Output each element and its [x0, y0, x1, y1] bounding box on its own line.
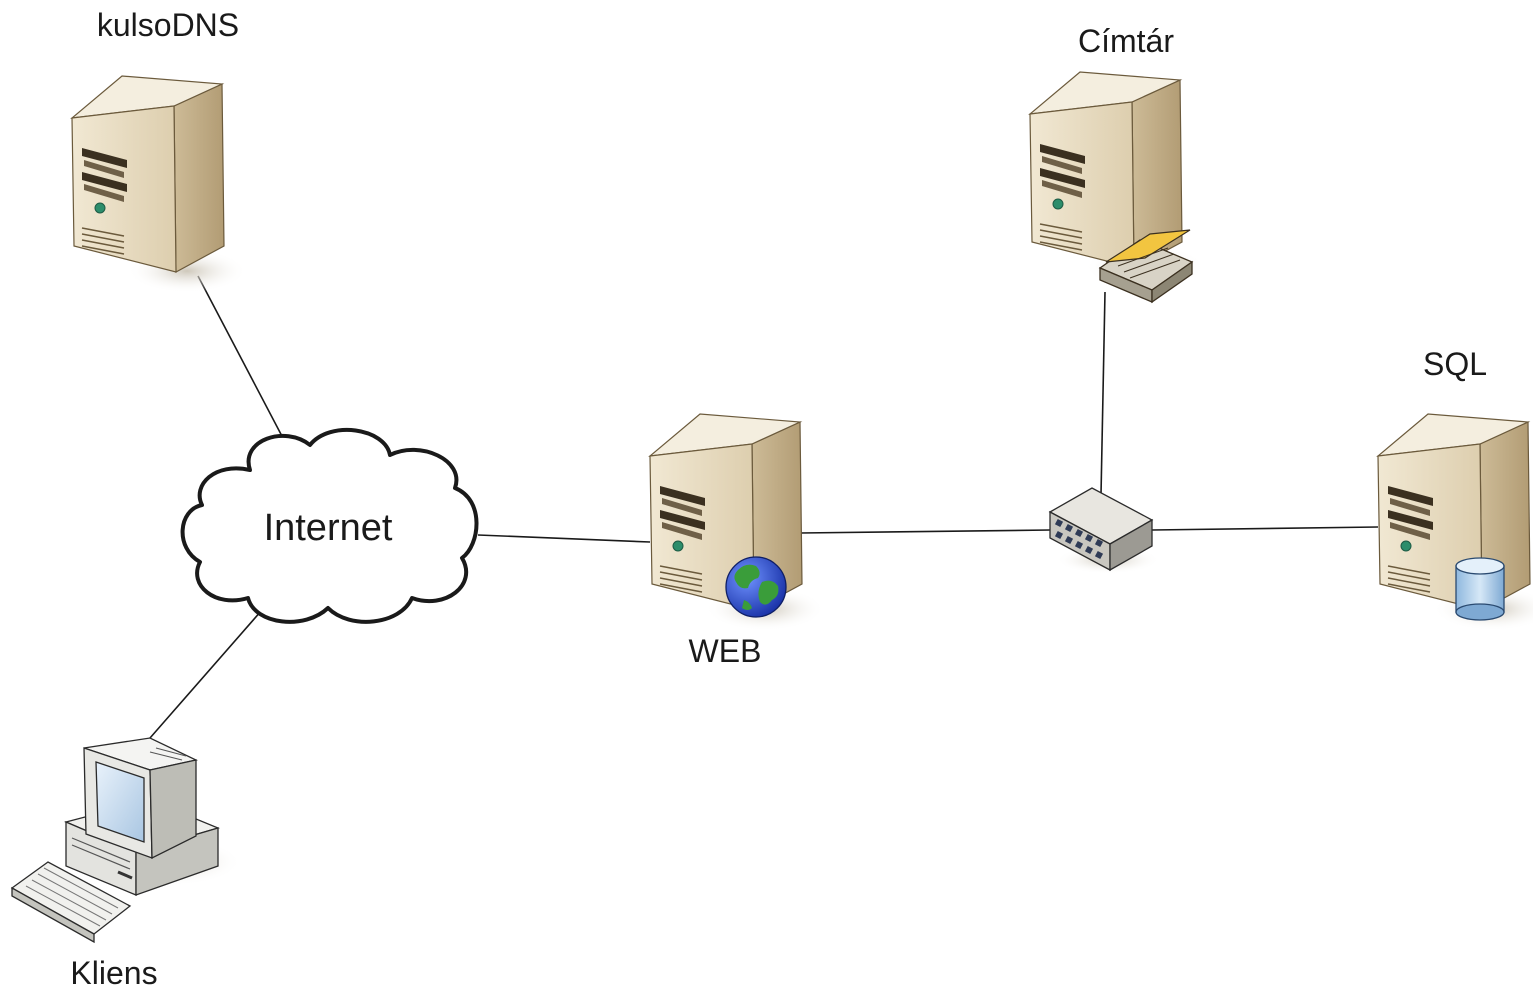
- server-icon: [71, 75, 248, 294]
- link-kulsodns-internet: [197, 275, 285, 441]
- label-internet: Internet: [264, 507, 393, 549]
- link-internet-web: [477, 534, 651, 543]
- label-cimtar: Címtár: [1078, 23, 1174, 59]
- links: [149, 275, 1379, 739]
- node-kliens: Kliens: [10, 737, 242, 987]
- cloud-icon: [180, 428, 479, 624]
- workstation-icon: [10, 737, 242, 944]
- link-web-switch: [799, 529, 1051, 534]
- link-cimtar-switch: [1100, 291, 1106, 496]
- link-kliens-internet: [149, 609, 263, 739]
- node-sql: SQL: [1377, 346, 1533, 632]
- label-kulsodns: kulsoDNS: [97, 7, 239, 43]
- network-switch-icon: [1048, 487, 1160, 574]
- node-switch: [1048, 487, 1160, 574]
- label-sql: SQL: [1423, 346, 1487, 382]
- node-internet: Internet: [180, 428, 479, 624]
- node-web: WEB: [649, 413, 826, 669]
- node-kulsodns: kulsoDNS: [71, 7, 248, 294]
- link-switch-sql: [1151, 526, 1379, 531]
- directory-book-icon: [1098, 229, 1194, 304]
- label-web: WEB: [689, 633, 762, 669]
- globe-icon: [725, 556, 787, 618]
- node-cimtar: Címtár: [1029, 23, 1206, 304]
- label-kliens: Kliens: [70, 955, 157, 987]
- database-cylinder-icon: [1455, 557, 1505, 621]
